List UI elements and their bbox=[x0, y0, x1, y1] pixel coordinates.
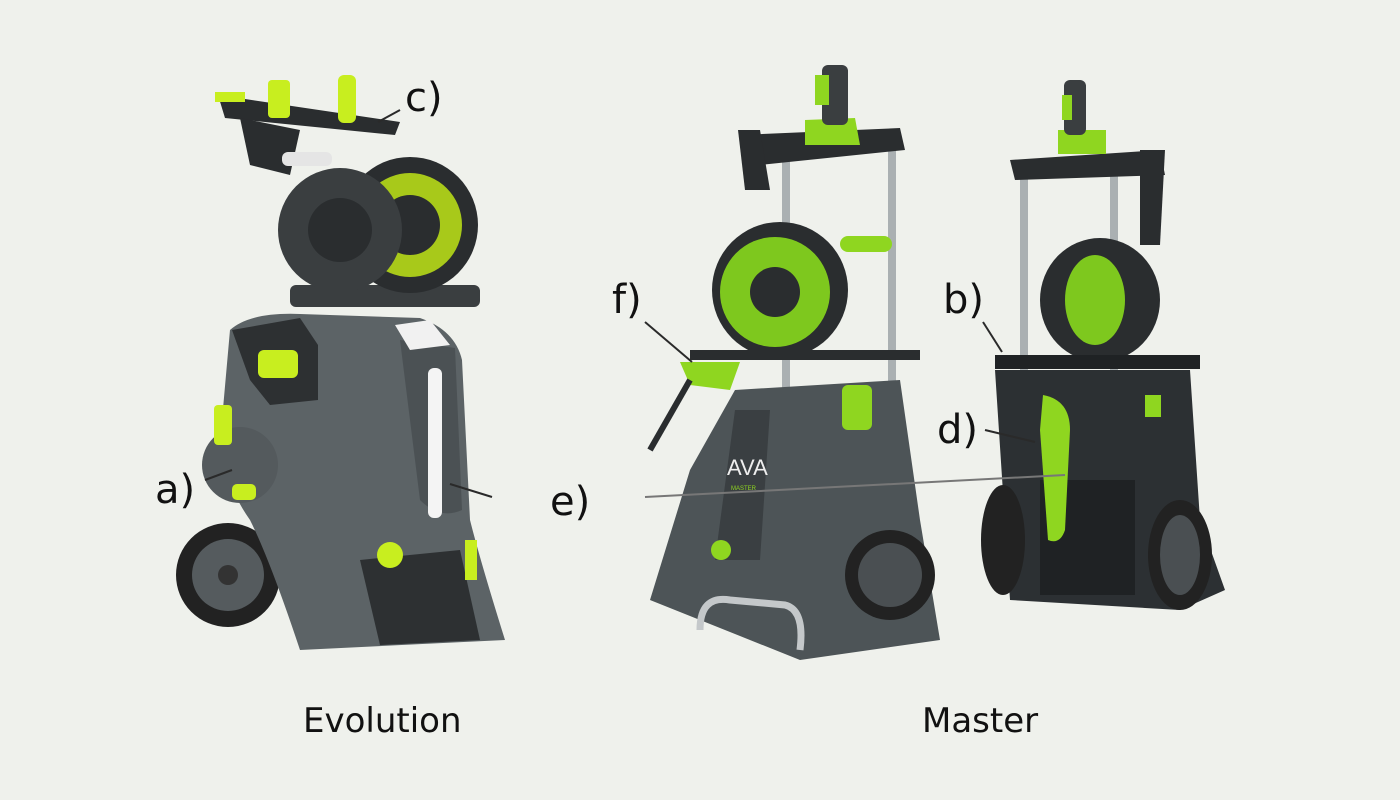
callout-e: e) bbox=[550, 479, 591, 525]
master-logo: AVA bbox=[727, 455, 768, 480]
evolution-washer bbox=[176, 75, 506, 650]
callout-f: f) bbox=[612, 277, 642, 323]
callout-lines bbox=[204, 109, 1036, 498]
callout-line-e bbox=[644, 474, 1066, 498]
callout-b: b) bbox=[943, 277, 984, 323]
callout-d: d) bbox=[937, 407, 978, 453]
master-lance-holder bbox=[1040, 395, 1070, 542]
product-title-master: Master bbox=[922, 701, 1039, 741]
master-washer-back bbox=[981, 80, 1225, 610]
evolution-accessory-tray bbox=[218, 95, 400, 135]
callout-a: a) bbox=[155, 467, 196, 513]
callout-c: c) bbox=[405, 75, 443, 121]
product-title-evolution: Evolution bbox=[303, 701, 462, 741]
evolution-water-tube bbox=[428, 368, 442, 518]
master-badge: MASTER bbox=[731, 486, 757, 492]
master-washer-front bbox=[647, 65, 940, 660]
evolution-cap bbox=[202, 427, 278, 503]
